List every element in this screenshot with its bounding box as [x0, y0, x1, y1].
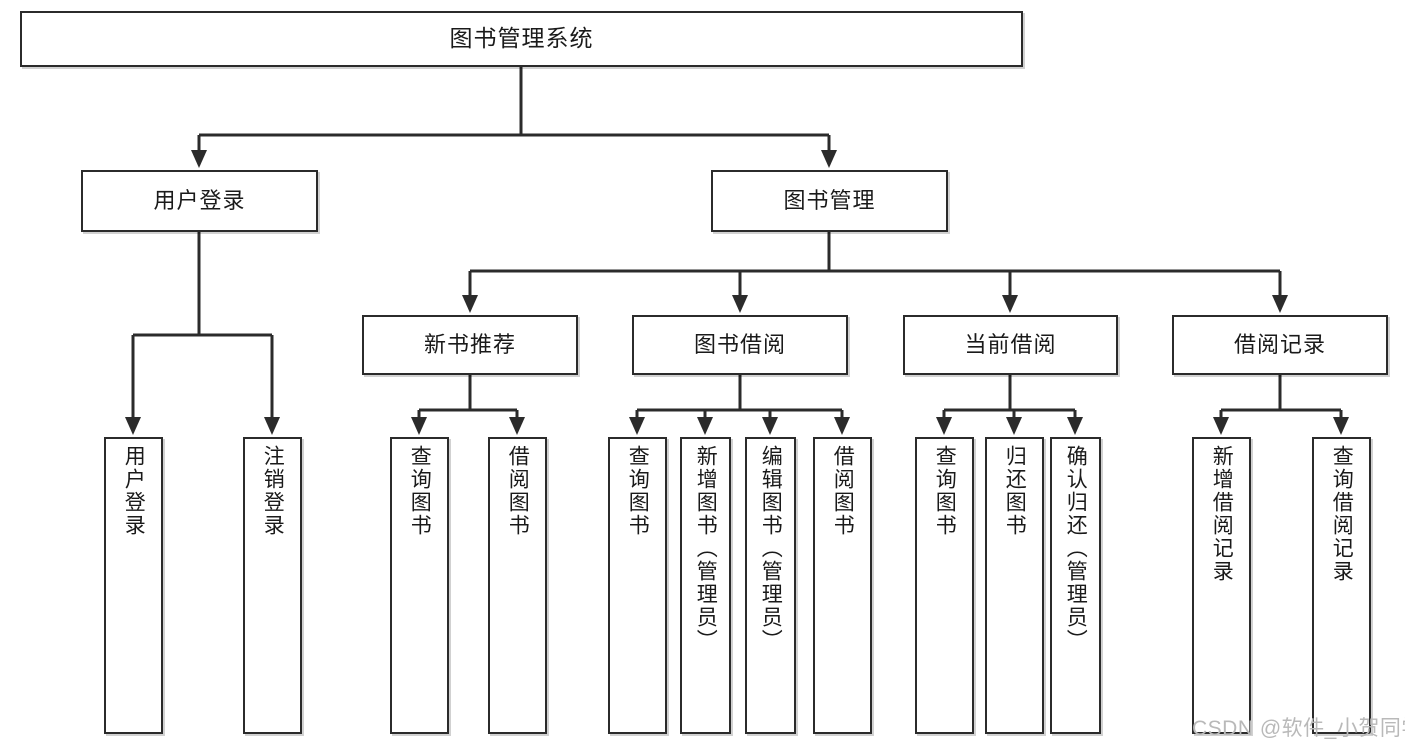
book-manage-arrow-2-head: [1002, 295, 1018, 313]
leafgroup-2-arrow-2-head: [1067, 417, 1083, 435]
node-leaf-query-book-3-label: 查询图书: [933, 445, 957, 537]
node-leaf-query-book-2-label: 查询图书: [626, 445, 650, 537]
leafgroup-0-arrow-1-head: [509, 417, 525, 435]
node-user-login[interactable]: 用户登录: [81, 170, 318, 232]
node-leaf-user-login[interactable]: 用户登录: [104, 437, 163, 734]
node-leaf-borrow-book-2[interactable]: 借阅图书: [813, 437, 872, 734]
root-arrow-0-head: [191, 150, 207, 168]
node-leaf-user-logout-label: 注销登录: [261, 445, 285, 537]
user-login-arrow-0-head: [125, 417, 141, 435]
node-leaf-query-book-1[interactable]: 查询图书: [390, 437, 449, 734]
node-leaf-user-logout[interactable]: 注销登录: [243, 437, 302, 734]
leafgroup-2-arrow-0-head: [936, 417, 952, 435]
node-current-borrow-label: 当前借阅: [964, 331, 1057, 357]
leafgroup-3-arrow-0-head: [1213, 417, 1229, 435]
node-new-book-recommend[interactable]: 新书推荐: [362, 315, 578, 375]
node-leaf-query-record[interactable]: 查询借阅记录: [1312, 437, 1371, 734]
node-new-book-recommend-label: 新书推荐: [423, 331, 516, 357]
node-current-borrow[interactable]: 当前借阅: [903, 315, 1118, 375]
node-leaf-confirm-return[interactable]: 确认归还（管理员）: [1050, 437, 1101, 734]
leafgroup-2-arrow-1-head: [1006, 417, 1022, 435]
leafgroup-1-arrow-2-head: [762, 417, 778, 435]
node-root[interactable]: 图书管理系统: [20, 11, 1023, 67]
node-leaf-edit-book-label: 编辑图书（管理员）: [759, 445, 783, 652]
node-book-borrow-label: 图书借阅: [693, 331, 786, 357]
node-leaf-query-book-3[interactable]: 查询图书: [915, 437, 974, 734]
node-root-label: 图书管理系统: [449, 25, 594, 52]
root-arrow-1-head: [821, 150, 837, 168]
leafgroup-1-arrow-1-head: [697, 417, 713, 435]
node-leaf-confirm-return-label: 确认归还（管理员）: [1064, 445, 1088, 652]
book-manage-arrow-0-head: [462, 295, 478, 313]
leafgroup-1-arrow-3-head: [834, 417, 850, 435]
node-leaf-add-book-label: 新增图书（管理员）: [694, 445, 718, 652]
book-manage-arrow-3-head: [1272, 295, 1288, 313]
node-leaf-query-book-2[interactable]: 查询图书: [608, 437, 667, 734]
node-leaf-borrow-book-1-label: 借阅图书: [506, 445, 530, 537]
leafgroup-3-arrow-1-head: [1333, 417, 1349, 435]
node-leaf-borrow-book-1[interactable]: 借阅图书: [488, 437, 547, 734]
leafgroup-0-arrow-0-head: [411, 417, 427, 435]
node-borrow-record-label: 借阅记录: [1233, 331, 1326, 357]
book-manage-arrow-1-head: [732, 295, 748, 313]
node-borrow-record[interactable]: 借阅记录: [1172, 315, 1388, 375]
user-login-arrow-1-head: [264, 417, 280, 435]
node-book-borrow[interactable]: 图书借阅: [632, 315, 848, 375]
node-leaf-add-record[interactable]: 新增借阅记录: [1192, 437, 1251, 734]
leafgroup-1-arrow-0-head: [629, 417, 645, 435]
node-leaf-edit-book[interactable]: 编辑图书（管理员）: [745, 437, 796, 734]
node-leaf-user-login-label: 用户登录: [122, 445, 146, 537]
node-book-manage[interactable]: 图书管理: [711, 170, 948, 232]
node-leaf-add-record-label: 新增借阅记录: [1210, 445, 1234, 583]
node-user-login-label: 用户登录: [153, 187, 246, 213]
node-leaf-borrow-book-2-label: 借阅图书: [831, 445, 855, 537]
node-leaf-return-book[interactable]: 归还图书: [985, 437, 1044, 734]
node-leaf-return-book-label: 归还图书: [1003, 445, 1027, 537]
node-leaf-query-book-1-label: 查询图书: [408, 445, 432, 537]
node-book-manage-label: 图书管理: [783, 187, 876, 213]
node-leaf-add-book[interactable]: 新增图书（管理员）: [680, 437, 731, 734]
node-leaf-query-record-label: 查询借阅记录: [1330, 445, 1354, 583]
